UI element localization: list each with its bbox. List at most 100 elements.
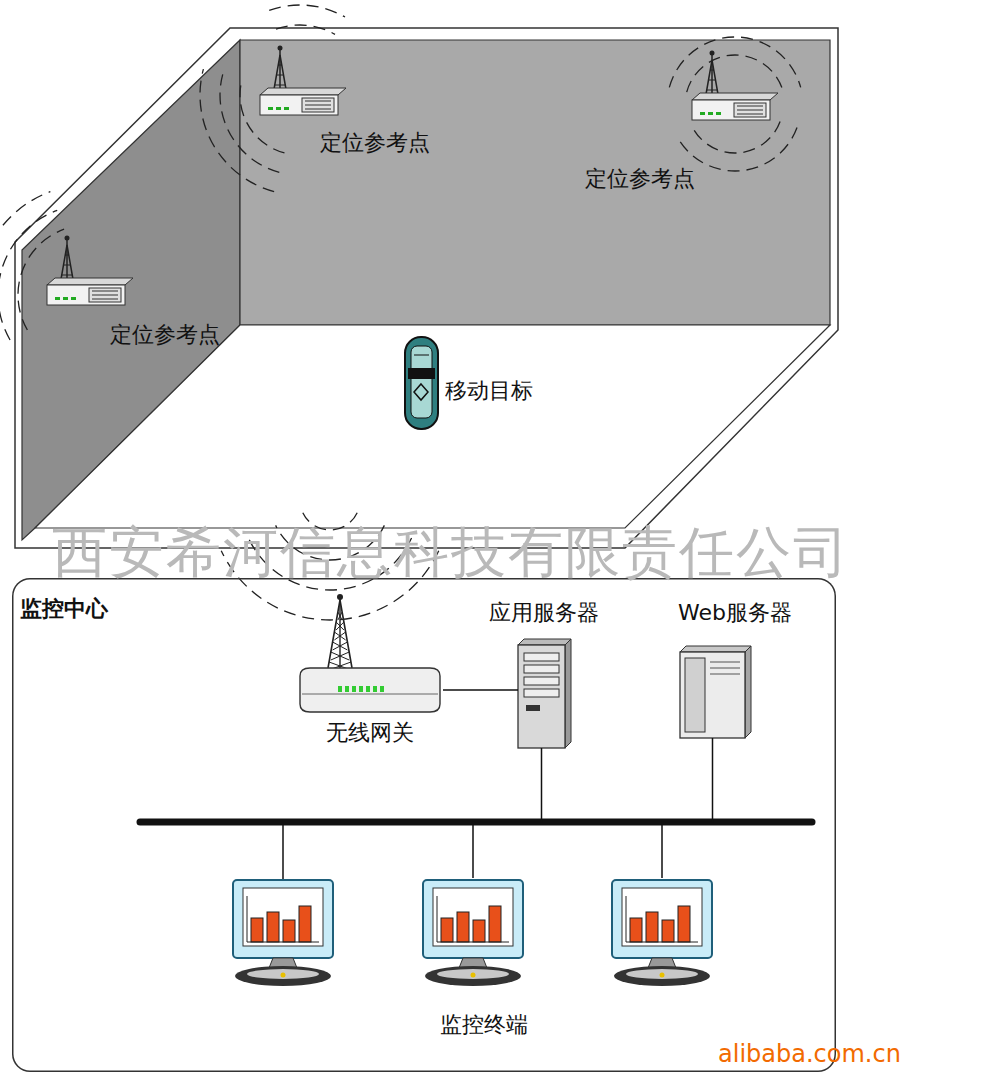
- monitor-base: [425, 966, 521, 986]
- device-body: [260, 95, 338, 115]
- power-light: [281, 973, 286, 978]
- led: [268, 107, 273, 110]
- led: [373, 686, 377, 692]
- chart-bar: [646, 912, 658, 942]
- tower-brace: [336, 622, 344, 630]
- tag-line: [414, 355, 429, 356]
- antenna-tip: [65, 236, 70, 241]
- monitor-terminals: 监控终端: [228, 878, 738, 990]
- monitor-terminal: [612, 880, 712, 986]
- led: [716, 112, 721, 115]
- web-server: Web服务器: [680, 652, 745, 738]
- antenna-bar: [62, 275, 73, 276]
- tower-brace: [334, 632, 345, 640]
- chart-axis: [626, 896, 698, 942]
- vent-line: [710, 668, 740, 669]
- chart-axis: [247, 896, 319, 942]
- monitor-bezel: [423, 880, 523, 958]
- node-label: 无线网关: [326, 720, 414, 746]
- group-title: 监控中心: [20, 596, 108, 622]
- chart-bar: [251, 918, 263, 942]
- wireless-gateway: 无线网关: [298, 594, 443, 716]
- drop-line: [282, 822, 284, 880]
- led: [71, 297, 76, 300]
- antenna-bar: [275, 85, 286, 86]
- led: [276, 107, 281, 110]
- antenna-tip: [278, 46, 283, 51]
- device-panel: [302, 98, 334, 112]
- chart-bar: [489, 906, 501, 942]
- led: [700, 112, 705, 115]
- site-watermark: alibaba.com.cn: [718, 1041, 901, 1067]
- radio-wave: [693, 121, 780, 153]
- led: [366, 686, 370, 692]
- server-top: [518, 639, 571, 645]
- network-link: [662, 738, 713, 878]
- device-top: [692, 93, 778, 100]
- led: [352, 686, 356, 692]
- led: [338, 686, 342, 692]
- led: [55, 297, 60, 300]
- gateway-seam: [302, 694, 438, 695]
- monitor-screen: [622, 888, 702, 946]
- server-body: [518, 645, 565, 748]
- tag-diamond: [414, 384, 428, 400]
- application-server-device: [518, 639, 571, 748]
- application-server: 应用服务器: [518, 645, 565, 748]
- chart-bar: [441, 918, 453, 942]
- reference-point: 定位参考点: [690, 52, 782, 124]
- led: [63, 297, 68, 300]
- led: [359, 686, 363, 692]
- monitor-screen: [243, 888, 323, 946]
- antenna-tip: [710, 51, 715, 56]
- back-wall: [240, 40, 830, 325]
- tower-brace: [336, 622, 344, 630]
- led: [284, 107, 289, 110]
- panel-line: [92, 295, 118, 296]
- device-panel: [734, 103, 766, 117]
- reference-point: 定位参考点: [45, 235, 135, 310]
- network-link: [473, 748, 542, 878]
- panel-line: [92, 291, 118, 292]
- drive-bay: [524, 665, 559, 673]
- radio-wave: [0, 210, 57, 340]
- device-panel: [89, 288, 121, 302]
- tower-brace: [338, 612, 342, 620]
- panel-line: [305, 105, 331, 106]
- power-light: [471, 973, 476, 978]
- node-label: 定位参考点: [110, 322, 220, 348]
- floor: [35, 325, 830, 528]
- drive-bay: [524, 653, 559, 661]
- antenna-bar: [278, 65, 282, 66]
- tag-band: [408, 368, 435, 379]
- chart-bar: [457, 912, 469, 942]
- vent-line: [710, 674, 740, 675]
- device-top: [260, 88, 346, 95]
- tag-body: [405, 337, 438, 429]
- reference-point-device: [692, 51, 778, 121]
- chart-bar: [473, 920, 485, 942]
- gateway-body: [300, 668, 440, 712]
- monitoring-center: 监控中心无线网关应用服务器Web服务器监控终端: [12, 578, 836, 1072]
- antenna-bar: [63, 265, 70, 266]
- server-side: [745, 646, 751, 738]
- power-light: [660, 973, 665, 978]
- radio-wave: [276, 25, 335, 34]
- tower-brace: [331, 652, 349, 660]
- node-label: 监控终端: [440, 1012, 528, 1038]
- reference-point: 定位参考点: [258, 45, 348, 120]
- node-label: 应用服务器: [489, 600, 599, 626]
- antenna-bar: [276, 75, 283, 76]
- led: [708, 112, 713, 115]
- mobile-target-device: [405, 337, 438, 429]
- monitor-terminal: [423, 880, 523, 986]
- vent-line: [710, 662, 740, 663]
- radio-wave: [678, 128, 797, 171]
- tower-tip: [337, 594, 343, 600]
- reference-point-device: [47, 236, 133, 306]
- gateway-device: [300, 594, 440, 712]
- device-body: [692, 100, 770, 120]
- panel-line: [737, 110, 763, 111]
- monitor-bezel: [233, 880, 333, 958]
